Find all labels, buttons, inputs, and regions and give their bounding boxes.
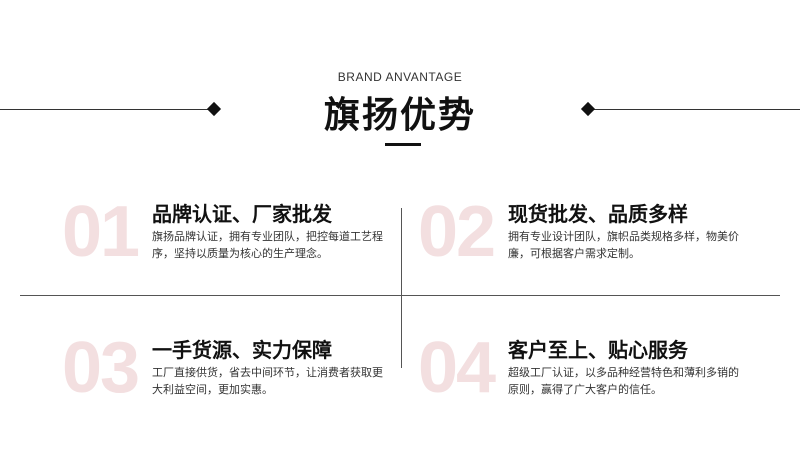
grid-horizontal-divider [20,295,780,296]
feature-card-04: 04 客户至上、贴心服务 超级工厂认证，以多品种经营特色和薄利多销的原则，赢得了… [418,332,778,412]
feature-heading: 品牌认证、厂家批发 [152,202,332,226]
page-title: 旗扬优势 [323,95,476,136]
title-underline [385,143,421,146]
feature-number: 02 [418,192,496,272]
brand-subtitle: BRAND ANVANTAGE [337,70,463,84]
feature-description: 超级工厂认证，以多品种经营特色和薄利多销的原则，赢得了广大客户的信任。 [508,366,739,396]
grid-vertical-divider [401,208,402,368]
feature-description: 工厂直接供货，省去中间环节，让消费者获取更大利益空间，更加实惠。 [152,366,383,396]
right-divider-line [588,109,800,110]
feature-description: 旗扬品牌认证，拥有专业团队，把控每道工艺程序，坚持以质量为核心的生产理念。 [152,230,383,260]
feature-number: 03 [62,328,140,408]
feature-number: 04 [418,328,496,408]
feature-description: 拥有专业设计团队，旗帜品类规格多样，物美价廉，可根据客户需求定制。 [508,230,739,260]
feature-heading: 现货批发、品质多样 [508,202,688,226]
feature-heading: 一手货源、实力保障 [152,338,332,362]
feature-heading: 客户至上、贴心服务 [508,338,688,362]
feature-card-03: 03 一手货源、实力保障 工厂直接供货，省去中间环节，让消费者获取更大利益空间，… [62,332,422,412]
left-divider-line [0,109,215,110]
feature-card-01: 01 品牌认证、厂家批发 旗扬品牌认证，拥有专业团队，把控每道工艺程序，坚持以质… [62,196,422,276]
feature-number: 01 [62,192,140,272]
feature-card-02: 02 现货批发、品质多样 拥有专业设计团队，旗帜品类规格多样，物美价廉，可根据客… [418,196,778,276]
